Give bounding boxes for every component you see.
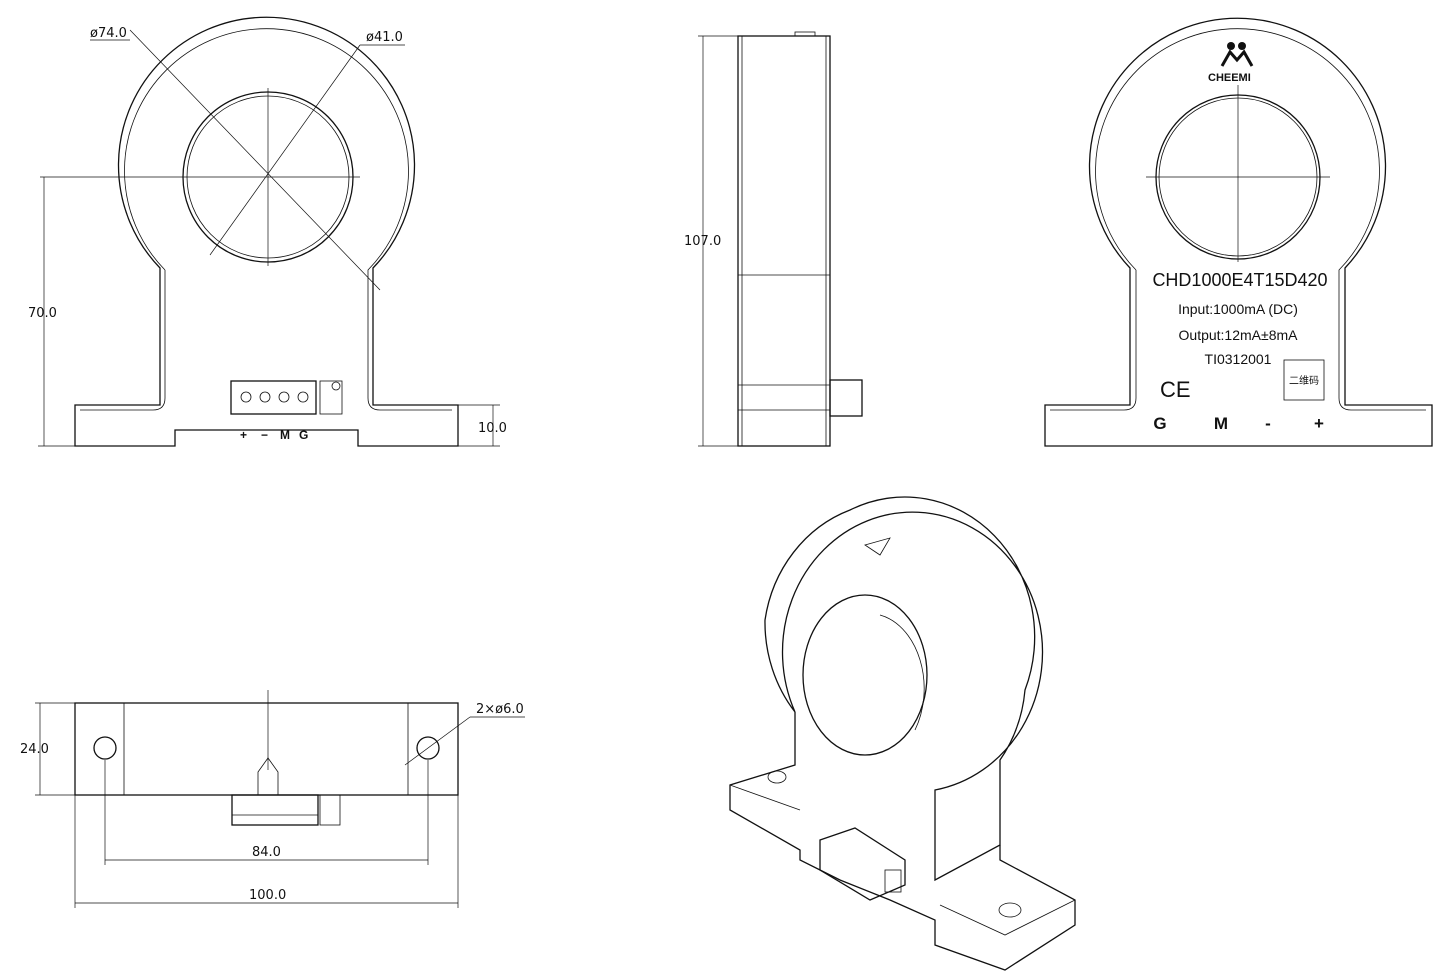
depth-label: 24.0 (20, 742, 49, 757)
pin-label-g: G (1153, 414, 1166, 433)
hole-spacing-label: 84.0 (252, 845, 281, 860)
pin-label-minus: - (1265, 414, 1271, 433)
ce-mark: CE (1160, 377, 1191, 402)
bottom-view: 24.0 2×ø6.0 84.0 100.0 (20, 690, 525, 908)
terminal-label-minus: − (261, 428, 268, 442)
side-view: 107.0 (684, 31, 863, 447)
label-view: CHEEMI CHD1000E4T15D420 Input:1000mA (DC… (1044, 17, 1433, 447)
base-thickness-label: 10.0 (478, 421, 507, 436)
height-dimension-label: 70.0 (28, 306, 57, 321)
pin-label-m: M (1214, 414, 1228, 433)
model-number: CHD1000E4T15D420 (1152, 270, 1327, 290)
holes-label: 2×ø6.0 (476, 702, 524, 717)
overall-width-label: 100.0 (249, 888, 286, 903)
terminal-block (230, 380, 343, 415)
side-height-label: 107.0 (684, 234, 721, 249)
terminal-label-plus: + (240, 428, 247, 442)
inner-diameter-label: ø41.0 (366, 30, 403, 45)
logo-text: CHEEMI (1208, 72, 1251, 84)
terminal-label-m: M (280, 428, 290, 442)
terminal-label-g: G (299, 428, 308, 442)
pin-label-plus: + (1314, 414, 1324, 433)
isometric-view (729, 496, 1076, 971)
input-spec: Input:1000mA (DC) (1178, 301, 1298, 317)
front-view: ø74.0 ø41.0 70.0 10.0 + − M G (28, 16, 507, 447)
qr-code-placeholder: 二维码 (1289, 374, 1319, 387)
outer-diameter-label: ø74.0 (90, 26, 127, 41)
serial-number: TI0312001 (1205, 351, 1272, 367)
output-spec: Output:12mA±8mA (1179, 327, 1299, 343)
cheemi-logo: CHEEMI (1208, 42, 1254, 84)
